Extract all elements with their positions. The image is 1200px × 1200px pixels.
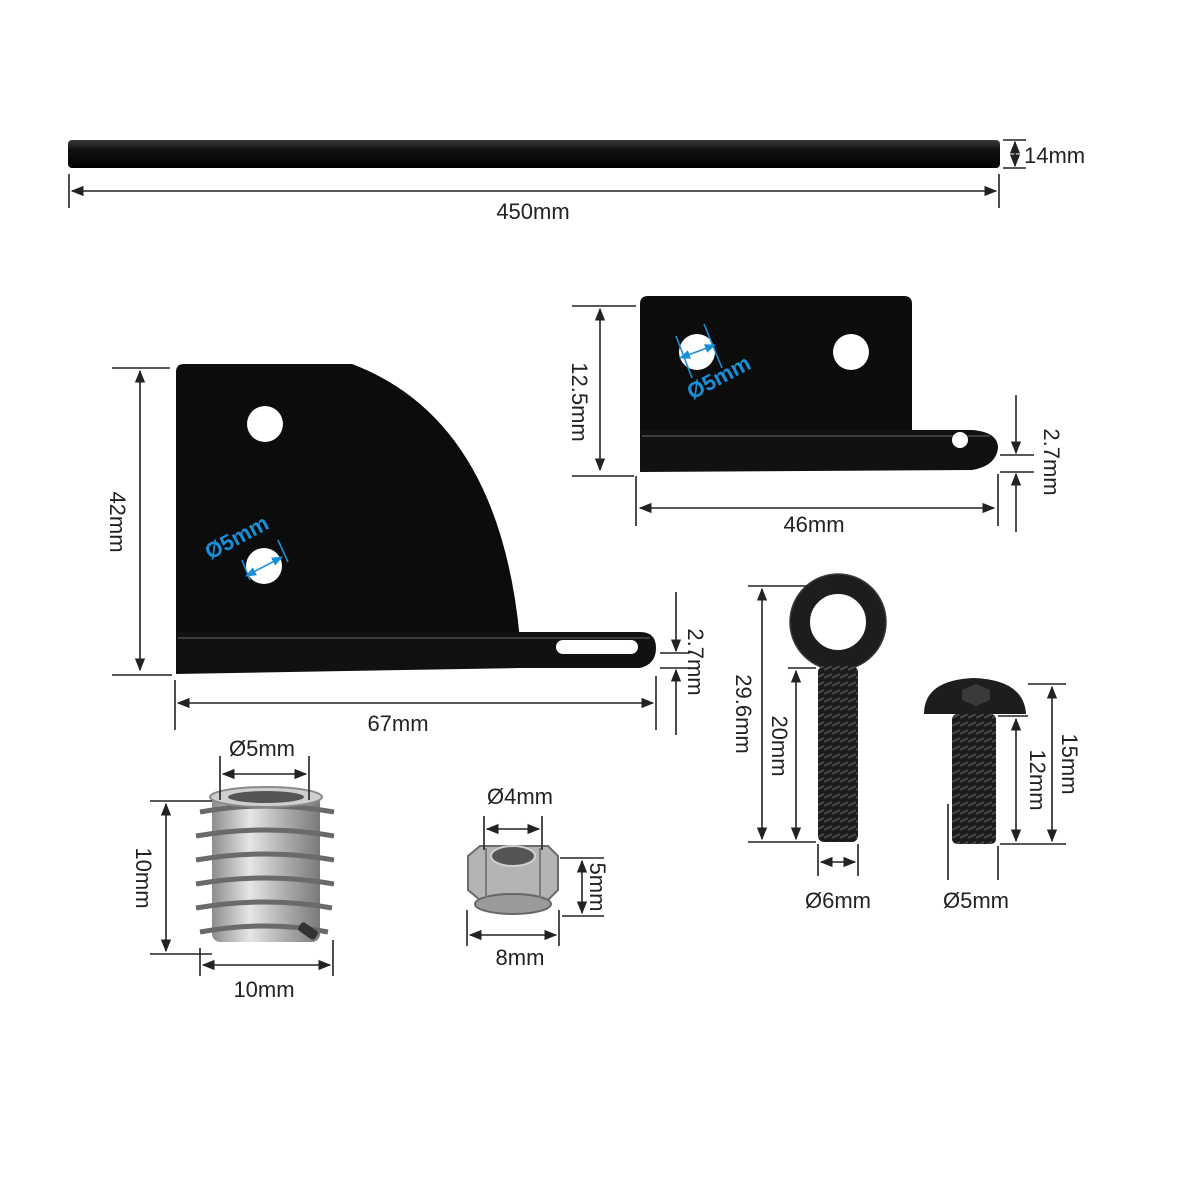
button-head-screw: 15mm 12mm Ø5mm (924, 678, 1082, 913)
lock-nut: Ø4mm 5mm 8mm (466, 784, 610, 970)
button-screw-hex-socket (962, 684, 990, 706)
threaded-insert-slot (298, 922, 318, 940)
rod-diameter-label: 14mm (1024, 143, 1085, 168)
rod-length-label: 450mm (496, 199, 569, 224)
insert-width-label: 10mm (233, 977, 294, 1002)
large-bracket-hole-ext-b (277, 539, 289, 563)
screw-thread-label: 12mm (1025, 749, 1050, 810)
nut-width-label: 8mm (496, 945, 545, 970)
small-bracket-hole-ext-b (703, 323, 723, 369)
small-bracket: Ø5mm 12.5mm 46mm 2.7mm (567, 296, 1064, 537)
button-screw-shank (952, 714, 996, 844)
eyebolt-thread-label: 20mm (767, 715, 792, 776)
large-bracket-hole-ext-a (241, 559, 251, 581)
small-bracket-foot-hole (952, 432, 968, 448)
small-bracket-width-label: 46mm (783, 512, 844, 537)
eye-bolt-shank (818, 666, 858, 842)
rod-body (68, 140, 1000, 168)
threaded-insert-bore (228, 791, 304, 803)
large-bracket-height-label: 42mm (105, 491, 130, 552)
nut-height-label: 5mm (585, 863, 610, 912)
threaded-insert: Ø5mm 10mm 10mm (131, 736, 335, 1002)
large-bracket-foot (176, 632, 656, 674)
eyebolt-dia-label: Ø6mm (805, 888, 871, 913)
large-bracket-slot (556, 640, 638, 654)
eyebolt-total-label: 29.6mm (731, 674, 756, 753)
eye-bolt-ring (790, 574, 886, 670)
large-bracket-plate (176, 364, 520, 640)
small-bracket-foot (640, 430, 998, 472)
lock-nut-collar (474, 893, 552, 915)
large-bracket-width-label: 67mm (367, 711, 428, 736)
small-bracket-hole-arrow (678, 344, 717, 359)
small-bracket-thick-label: 2.7mm (1039, 428, 1064, 495)
lock-nut-bore (490, 845, 536, 867)
insert-dia-label: Ø5mm (229, 736, 295, 761)
eye-bolt: 29.6mm 20mm Ø6mm (731, 573, 887, 913)
small-bracket-hole-right (833, 334, 869, 370)
screw-total-label: 15mm (1057, 733, 1082, 794)
small-bracket-plate (640, 296, 912, 440)
large-bracket-hole-top (247, 406, 283, 442)
screw-dia-label: Ø5mm (943, 888, 1009, 913)
lock-nut-hex (467, 845, 559, 901)
threaded-insert-body (212, 792, 320, 942)
large-bracket-hole-arrow (245, 556, 283, 577)
rod: 14mm 450mm (68, 139, 1085, 224)
large-bracket-thick-label: 2.7mm (683, 628, 708, 695)
small-bracket-hole-ext-a (675, 335, 693, 379)
large-bracket: Ø5mm 42mm 67mm 2.7mm (105, 364, 708, 736)
threaded-insert-threads (195, 803, 335, 935)
insert-height-label: 10mm (131, 847, 156, 908)
nut-dia-label: Ø4mm (487, 784, 553, 809)
small-bracket-height-label: 12.5mm (567, 362, 592, 441)
